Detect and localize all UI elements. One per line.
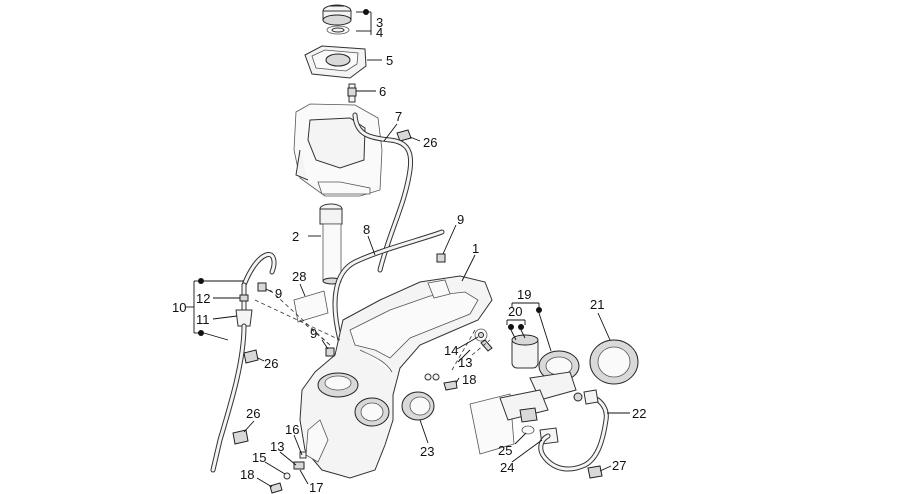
- part-hardware-middle: [424, 328, 493, 391]
- callout-20: 20: [508, 304, 522, 319]
- callout-7: 7: [395, 109, 402, 124]
- callout-24: 24: [500, 460, 514, 475]
- part-cap-gasket: [326, 25, 350, 35]
- part-fuel-line-22: [538, 389, 609, 472]
- callout-22: 22: [632, 406, 646, 421]
- leader-lines: [186, 11, 630, 488]
- callout-10: 10: [172, 300, 186, 315]
- callout-9-left: 9: [275, 286, 282, 301]
- part-clamp-27: [587, 465, 603, 479]
- part-clip-26-middle: [243, 349, 259, 364]
- part-fuel-level-sensor: [319, 203, 343, 285]
- part-hose-8: [332, 229, 445, 343]
- assembly-dashed-lines: [254, 289, 491, 371]
- part-fuel-cap: [322, 4, 352, 26]
- part-lock-ring-21: [589, 339, 639, 385]
- bracket-dots: [198, 9, 542, 336]
- part-fitting-6: [347, 87, 357, 97]
- callout-17: 17: [309, 480, 323, 494]
- part-clip-26-lower: [232, 429, 249, 445]
- part-ring-23: [401, 391, 435, 421]
- callout-4: 4: [376, 25, 383, 40]
- callout-12: 12: [196, 291, 210, 306]
- part-breather-hose-7: [352, 112, 414, 273]
- callout-26-middle: 26: [264, 356, 278, 371]
- part-clip-26-top: [396, 129, 412, 142]
- part-fitting-9-middle: [325, 347, 335, 357]
- callout-25: 25: [498, 443, 512, 458]
- callout-23: 23: [420, 444, 434, 459]
- part-hose-assembly-left: [210, 252, 277, 473]
- callout-15: 15: [252, 450, 266, 465]
- callout-18-middle: 18: [462, 372, 476, 387]
- callout-8: 8: [363, 222, 370, 237]
- callout-1: 1: [472, 241, 479, 256]
- part-fitting-9-left: [257, 282, 267, 292]
- callout-3: 3: [376, 15, 383, 30]
- part-filler-neck: [304, 45, 367, 103]
- callout-18-lower: 18: [240, 467, 254, 482]
- callout-2: 2: [292, 229, 299, 244]
- callout-26-top: 26: [423, 135, 437, 150]
- callout-11: 11: [196, 312, 210, 327]
- callout-9-right: 9: [457, 212, 464, 227]
- callout-14: 14: [444, 343, 458, 358]
- callout-16: 16: [285, 422, 299, 437]
- callout-13-middle: 13: [458, 355, 472, 370]
- part-hardware-lower: [269, 451, 307, 494]
- callout-21: 21: [590, 297, 604, 312]
- part-tank-cover: [293, 103, 383, 197]
- callout-28: 28: [292, 269, 306, 284]
- callout-labels: 3 4 5 6 7 26 2 8 9 1 28 9 9 10 12 11 26 …: [172, 15, 646, 494]
- callout-19: 19: [517, 287, 531, 302]
- callout-6: 6: [379, 84, 386, 99]
- callout-5: 5: [386, 53, 393, 68]
- part-fitting-9-right: [436, 253, 446, 263]
- part-fuel-tank: [299, 275, 493, 479]
- part-fuel-pump-group: [469, 334, 583, 455]
- callout-13-lower: 13: [270, 439, 284, 454]
- part-decal-28: [293, 290, 329, 323]
- callout-27: 27: [612, 458, 626, 473]
- callout-9-middle: 9: [310, 326, 317, 341]
- callout-26-lower: 26: [246, 406, 260, 421]
